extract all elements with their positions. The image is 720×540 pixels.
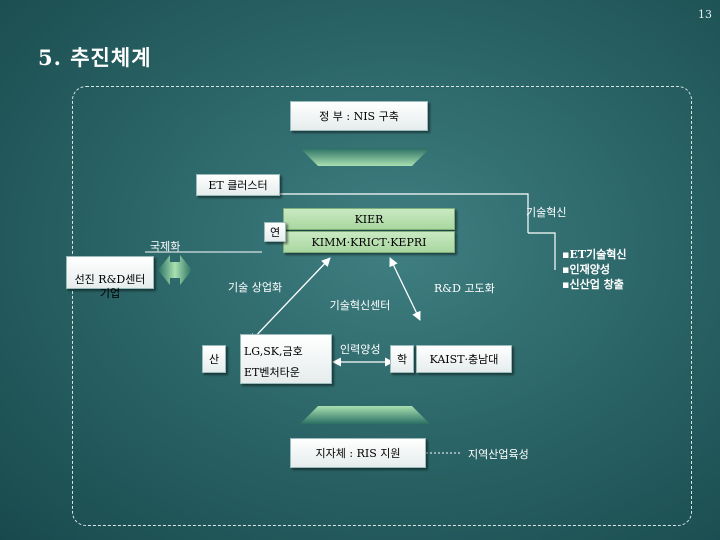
commercialization-label: 기술 상업화 [228,281,283,294]
outcome-item: ▪신산업 창출 [562,278,624,291]
academia-label: KAIST·충남대 [429,353,499,366]
industry-tag: 산 [202,345,226,373]
research-tag-label: 연 [269,226,281,239]
outcome-item: ▪ET기술혁신 [562,248,627,261]
innovation-center-label: 기술혁신센터 [329,299,391,312]
diagram-frame [72,86,692,526]
page-title: 5. 추진체계 [38,45,152,70]
industry-venture-label: ET벤처타운 [244,366,300,379]
cluster-line [200,193,529,233]
academia-tag: 학 [390,345,414,373]
kier-label: KIER [354,213,384,226]
cluster-label: ET 클러스터 [208,179,268,192]
regional-industry-label: 지역산업육성 [468,448,529,461]
cluster-box: ET 클러스터 [196,174,280,196]
edge-research-academia [389,257,421,321]
research-tag: 연 [264,222,286,242]
industry-tag-label: 산 [208,353,220,366]
industry-companies-label: LG,SK,금호 [244,345,303,358]
research-kier-box: KIER [283,208,455,230]
institutes-label: KIMM·KRICT·KEPRI [311,236,427,249]
page-number: 13 [698,8,712,21]
flow-arrow-down [300,148,430,166]
advancement-label: R&D 고도화 [434,282,495,295]
foreign-rnd-box: 선진 R&D센터 기업 [66,256,154,300]
innovation-line [528,232,556,270]
outcome-item: ▪인재양성 [562,263,610,276]
innovation-label: 기술혁신 [526,206,567,219]
research-institutes-box: KIMM·KRICT·KEPRI [283,231,455,253]
local-government-box: 지자체 : RIS 지원 [290,438,426,468]
workforce-label: 인력양성 [340,343,381,356]
academia-tag-label: 학 [396,353,408,366]
edge-research-industry [249,257,331,343]
foreign-rnd-label: 선진 R&D센터 기업 [74,273,146,300]
local-government-label: 지자체 : RIS 지원 [315,447,401,460]
academia-box: KAIST·충남대 [416,345,512,373]
outcome-list: ▪ET기술혁신 ▪인재양성 ▪신산업 창출 [562,247,627,292]
government-box: 정 부 : NIS 구축 [290,101,428,131]
flow-arrow-up [300,406,430,424]
internationalization-label: 국제화 [150,240,181,253]
industry-box [240,334,332,384]
side-double-arrow [158,255,192,285]
government-label: 정 부 : NIS 구축 [319,110,399,123]
